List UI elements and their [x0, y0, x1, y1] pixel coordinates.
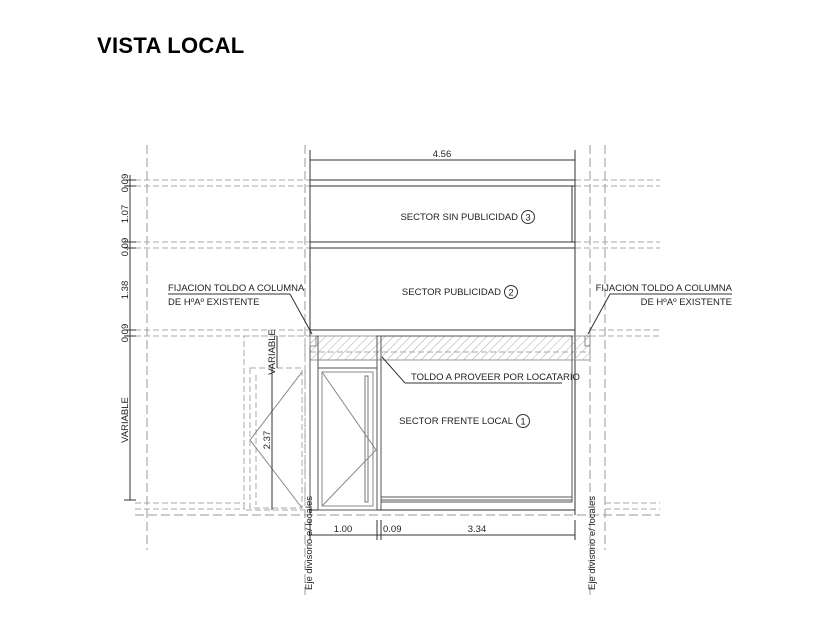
dim-inner-variable: VARIABLE — [267, 329, 278, 375]
dim-left-2: 0.09 — [120, 238, 131, 257]
sector-number: 2 — [508, 288, 513, 299]
grid-lines — [135, 145, 660, 595]
neighbor-door — [243, 335, 306, 511]
sector-number-circle — [516, 414, 530, 428]
sector-3-label: SECTOR SIN PUBLICIDAD 3 — [400, 210, 535, 224]
note-right-fixing-2: DE HºAº EXISTENTE — [641, 297, 732, 308]
note-left-fixing-1: FIJACION TOLDO A COLUMNA — [168, 283, 305, 294]
sector-number: 3 — [525, 213, 530, 224]
dim-left-0: 0.09 — [120, 174, 131, 193]
note-left-fixing-2: DE HºAº EXISTENTE — [168, 297, 259, 308]
sector-number-circle — [504, 285, 518, 299]
dim-top-width: 4.56 — [433, 149, 452, 160]
sector-number: 1 — [520, 417, 525, 428]
note-awning: TOLDO A PROVEER POR LOCATARIO — [411, 372, 580, 383]
sector-label: SECTOR PUBLICIDAD — [402, 287, 501, 298]
dim-bottom-2: 3.34 — [468, 524, 487, 535]
dim-bottom-0: 1.00 — [334, 524, 353, 535]
dim-door-height: 2.37 — [262, 431, 273, 450]
dim-left-3: 1.38 — [120, 281, 131, 300]
column-fixing-right — [584, 335, 591, 347]
door — [317, 367, 378, 511]
dim-left-5: VARIABLE — [120, 397, 131, 443]
dim-left-1: 1.07 — [120, 205, 131, 224]
note-right-fixing-1: FIJACION TOLDO A COLUMNA — [596, 283, 733, 294]
column-fixing-left — [309, 335, 317, 347]
sector-number-circle — [521, 210, 535, 224]
awning — [309, 335, 591, 361]
axis-label-left: Eje divisorio e/ locales — [304, 496, 315, 590]
storefront — [309, 150, 591, 515]
sector-1-label: SECTOR FRENTE LOCAL 1 — [399, 414, 530, 428]
dimension-lines — [124, 159, 732, 540]
sector-label: SECTOR FRENTE LOCAL — [399, 416, 513, 427]
axis-label-right: Eje divisorio e/ locales — [587, 496, 598, 590]
sector-2-label: SECTOR PUBLICIDAD 2 — [402, 285, 518, 299]
dim-bottom-1: 0.09 — [383, 524, 402, 535]
dim-left-4: 0.09 — [120, 324, 131, 343]
page-title: VISTA LOCAL — [97, 33, 245, 58]
sector-label: SECTOR SIN PUBLICIDAD — [400, 212, 518, 223]
